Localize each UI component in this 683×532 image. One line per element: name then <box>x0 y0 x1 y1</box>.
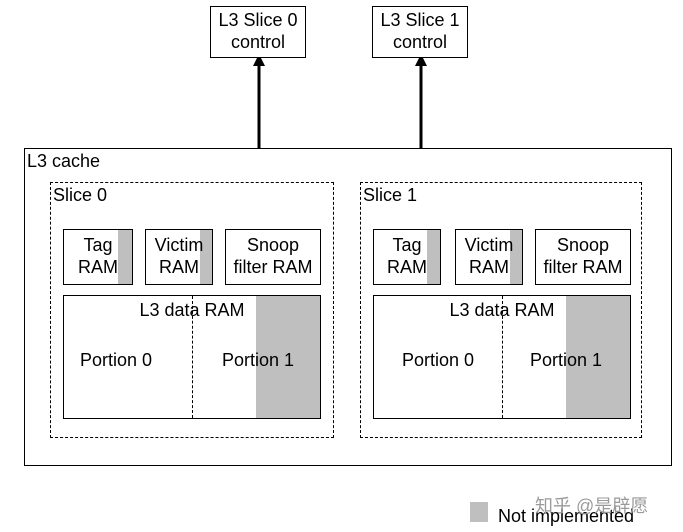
slice1-portion1-not-implemented-area <box>566 296 630 418</box>
slice0-tag-ram-line1: Tag <box>83 235 113 256</box>
slice0-snoop-line2: filter RAM <box>233 257 313 277</box>
slice1-tag-ram-line2: RAM <box>387 257 427 277</box>
slice0-portion0-label: Portion 0 <box>80 350 153 370</box>
slice1-tag-ram-line1: Tag <box>392 235 422 256</box>
slice1-portion1-label: Portion 1 <box>530 350 603 370</box>
legend-label: Not implemented <box>498 506 635 526</box>
slice0-control-box: L3 Slice 0 control <box>210 6 306 58</box>
slice0-victim-ram-not-implemented-area <box>200 230 212 284</box>
slice0-box: Slice 0 Tag RAM Victim RAM Snoop filter … <box>50 182 334 438</box>
slice1-victim-ram-line2: RAM <box>469 257 509 277</box>
watermark-text: 知乎 @是辟愿 <box>535 496 649 516</box>
slice0-tag-ram-line2: RAM <box>78 257 118 277</box>
slice1-control-line2: control <box>392 32 448 52</box>
slice0-portion-divider <box>192 296 193 418</box>
slice1-tag-ram-not-implemented-area <box>427 230 440 284</box>
slice1-tag-ram-box: Tag RAM <box>373 229 441 285</box>
slice1-data-ram-box: L3 data RAM Portion 0 Portion 1 <box>373 295 631 419</box>
slice1-control-box: L3 Slice 1 control <box>372 6 468 58</box>
slice1-victim-ram-not-implemented-area <box>510 230 522 284</box>
slice1-portion-divider <box>502 296 503 418</box>
slice1-data-title: L3 data RAM <box>449 300 555 320</box>
slice1-portion0-label: Portion 0 <box>402 350 475 370</box>
slice0-data-title: L3 data RAM <box>139 300 245 320</box>
slice0-portion1-not-implemented-area <box>256 296 320 418</box>
slice1-victim-ram-line1: Victim <box>464 235 514 256</box>
l3-cache-title: L3 cache <box>27 151 101 171</box>
slice1-victim-ram-box: Victim RAM <box>455 229 523 285</box>
slice1-snoop-line1: Snoop <box>556 235 610 256</box>
slice1-snoop-line2: filter RAM <box>543 257 623 277</box>
slice0-data-ram-box: L3 data RAM Portion 0 Portion 1 <box>63 295 321 419</box>
slice0-tag-ram-not-implemented-area <box>118 230 132 284</box>
slice1-snoop-filter-ram-box: Snoop filter RAM <box>535 229 631 285</box>
legend-swatch <box>470 502 488 522</box>
slice1-box: Slice 1 Tag RAM Victim RAM Snoop filter … <box>360 182 642 438</box>
slice0-control-line1: L3 Slice 0 <box>218 10 298 31</box>
slice0-portion1-label: Portion 1 <box>222 350 295 370</box>
slice0-tag-ram-box: Tag RAM <box>63 229 133 285</box>
slice0-victim-ram-line2: RAM <box>159 257 199 277</box>
slice0-control-line2: control <box>230 32 286 52</box>
slice0-snoop-line1: Snoop <box>246 235 300 256</box>
slice0-victim-ram-box: Victim RAM <box>145 229 213 285</box>
slice1-title: Slice 1 <box>363 185 418 205</box>
slice0-victim-ram-line1: Victim <box>154 235 204 256</box>
slice0-title: Slice 0 <box>53 185 108 205</box>
slice1-control-line1: L3 Slice 1 <box>380 10 460 31</box>
slice0-snoop-filter-ram-box: Snoop filter RAM <box>225 229 321 285</box>
